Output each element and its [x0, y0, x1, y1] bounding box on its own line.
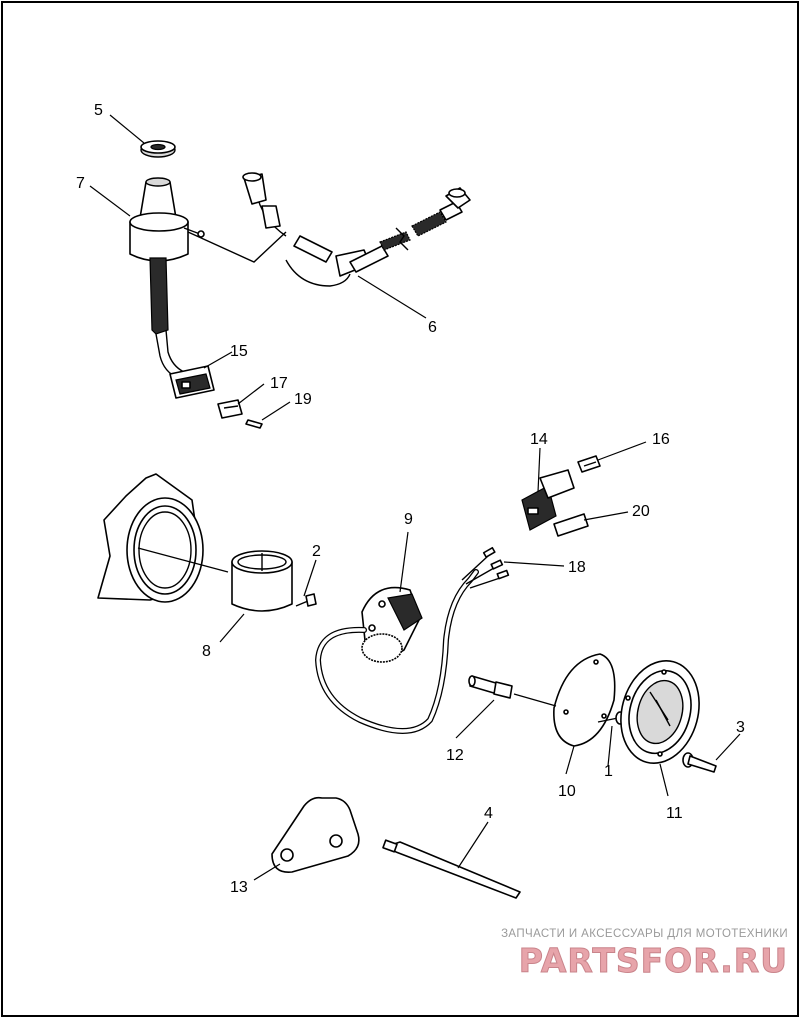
part-2-screw: [295, 593, 317, 607]
callout-6: 6: [428, 319, 437, 336]
part-12-spacer: [468, 675, 513, 699]
callout-labels: 5 7 6 15 17 19 14 16 20 18 9 2 8 12 10 1…: [76, 102, 745, 896]
callout-18: 18: [568, 559, 586, 576]
callout-9: 9: [404, 511, 413, 528]
callout-7: 7: [76, 175, 85, 192]
part-19-pin: [245, 419, 263, 429]
part-8-rotor: [231, 550, 293, 612]
part-7-ignition-coil: [129, 177, 205, 379]
part-3-rivet: [682, 752, 717, 773]
crankcase-housing: [97, 473, 204, 603]
watermark-logo: PARTSFOR.RU: [519, 941, 788, 980]
callout-12: 12: [446, 747, 464, 764]
part-20-lock: [553, 513, 589, 537]
part-17-terminal: [217, 399, 243, 419]
callout-20: 20: [632, 503, 650, 520]
part-11-cover: [620, 660, 700, 764]
callout-3: 3: [736, 719, 745, 736]
watermark: ЗАПЧАСТИ И АКСЕССУАРЫ ДЛЯ МОТОТЕХНИКИ PA…: [501, 928, 788, 981]
callout-2: 2: [312, 543, 321, 560]
part-9-sensor-plate: [361, 586, 423, 663]
callout-1: 1: [604, 763, 613, 780]
leader-lines: [89, 114, 741, 881]
callout-15: 15: [230, 343, 248, 360]
watermark-tagline: ЗАПЧАСТИ И АКСЕССУАРЫ ДЛЯ МОТОТЕХНИКИ: [501, 928, 788, 940]
part-16-terminal: [577, 455, 601, 473]
callout-5: 5: [94, 102, 103, 119]
callout-11: 11: [666, 805, 683, 822]
part-6-spark-plug-wires: [187, 172, 471, 287]
part-9-sensor-cable: [314, 569, 479, 734]
callout-8: 8: [202, 643, 211, 660]
callout-13: 13: [230, 879, 248, 896]
part-14-connector-housing: [521, 469, 575, 531]
part-13-bracket: [271, 796, 360, 873]
part-18-wire-terminals: [461, 546, 510, 589]
part-10-gasket: [553, 653, 616, 747]
part-4-cable-tie: [382, 839, 521, 899]
part-15-connector: [169, 365, 215, 399]
callout-17: 17: [270, 375, 288, 392]
part-5-seal: [140, 140, 176, 158]
callout-4: 4: [484, 805, 493, 822]
callout-10: 10: [558, 783, 576, 800]
callout-19: 19: [294, 391, 312, 408]
callout-16: 16: [652, 431, 670, 448]
callout-14: 14: [530, 431, 548, 448]
